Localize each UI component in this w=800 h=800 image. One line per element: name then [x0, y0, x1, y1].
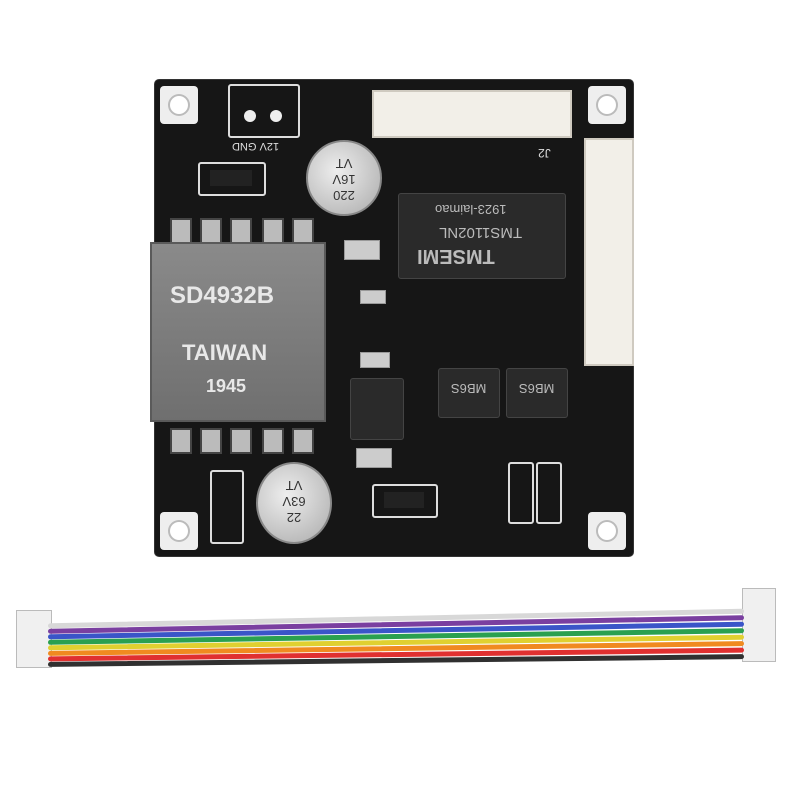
bridge-rectifier: MB6S [506, 368, 568, 418]
diode [210, 470, 244, 544]
mounting-hole [588, 512, 626, 550]
power-label: 12V GND [232, 140, 280, 152]
top-connector [372, 90, 572, 138]
electrolytic-capacitor: VT 16V 220 [306, 140, 382, 216]
mounting-hole [160, 86, 198, 124]
power-terminal [228, 84, 300, 138]
mounting-hole [160, 512, 198, 550]
diode [508, 462, 534, 524]
tms1102nl-chip: TMSEMI TMS1102NL 1923-laimao [398, 193, 566, 279]
diode [198, 162, 266, 196]
ic-chip [350, 378, 404, 440]
ribbon-cable [48, 606, 744, 676]
connector-label: J2 [538, 146, 551, 160]
smd-component [344, 240, 380, 260]
cable-plug-right [742, 588, 776, 662]
smd-component [360, 352, 390, 368]
diode [536, 462, 562, 524]
cable-plug-left [16, 610, 52, 668]
bridge-rectifier: MB6S [438, 368, 500, 418]
side-connector [584, 138, 634, 366]
smd-component [360, 290, 386, 304]
mounting-hole [588, 86, 626, 124]
smd-component [356, 448, 392, 468]
diode [372, 484, 438, 518]
electrolytic-capacitor: VT 63V 22 [256, 462, 332, 544]
ethernet-transformer: SD4932B TAIWAN 1945 [150, 242, 326, 422]
